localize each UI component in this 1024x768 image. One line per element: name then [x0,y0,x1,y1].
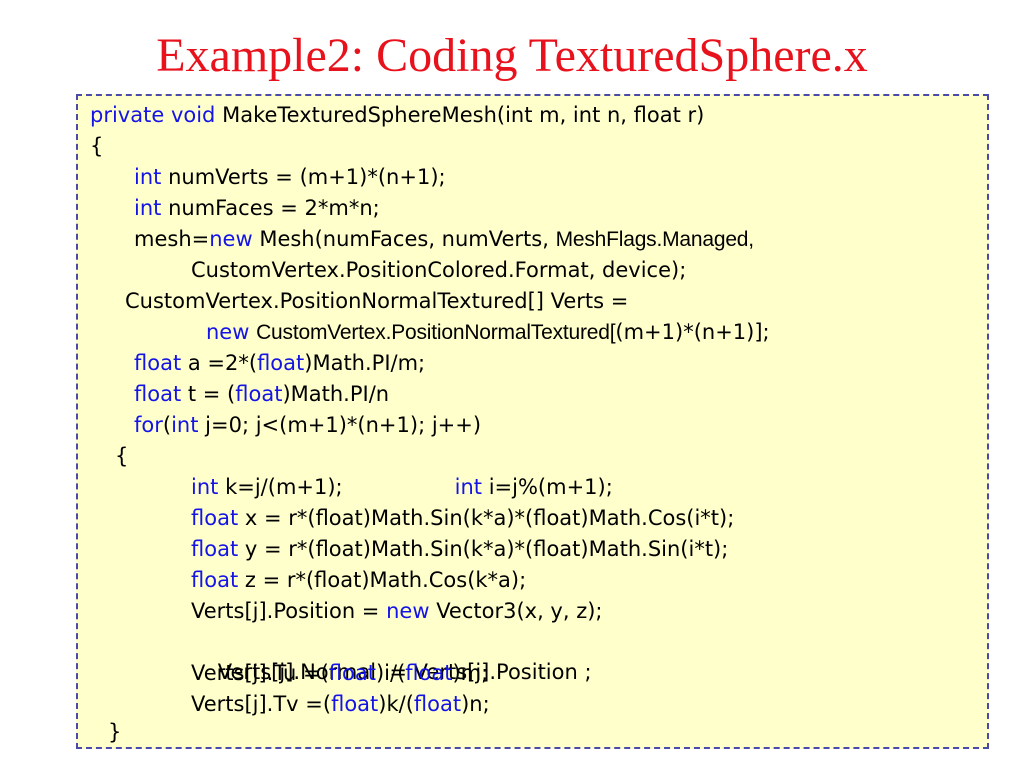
code-line-13: int k=j/(m+1);int i=j%(m+1); [191,472,613,502]
code-text: i=j%(m+1); [488,475,613,499]
code-block: private void MakeTexturedSphereMesh(int … [76,94,989,749]
code-text: z = r*(float)Math.Cos(k*a); [244,568,527,592]
keyword: new [209,227,253,251]
keyword: float [134,382,182,406]
keyword: float [191,537,239,561]
code-line-15: float y = r*(float)Math.Sin(k*a)*(float)… [191,534,728,564]
code-line-4: int numFaces = 2*m*n; [134,193,380,223]
keyword: float [328,661,376,685]
code-text: t = ( [187,382,236,406]
code-line-18: Verts[j].Normal = Verts[j].Position ; [191,627,592,684]
code-text: x = r*(float)Math.Sin(k*a)*(float)Math.C… [244,506,735,530]
keyword: float [257,351,305,375]
keyword: float [134,351,182,375]
code-text: CustomVertex.PositionNormalTextured[ [256,321,616,344]
code-text: )i/( [375,661,406,685]
code-line-1: private void MakeTexturedSphereMesh(int … [90,100,704,130]
code-text: mesh= [134,227,210,251]
keyword: int [171,413,199,437]
code-line-10: float t = (float)Math.PI/n [134,379,389,409]
code-text: )n; [461,692,490,716]
code-text: { [115,444,129,468]
code-text: MeshFlags.Managed, [555,228,755,251]
code-line-19: Verts[j].Tu =(float)i/(float)m; [191,658,488,688]
keyword: new [206,320,250,344]
code-text: )m; [452,661,489,685]
code-text: Verts[j].Position = [191,599,380,623]
code-text: )Math.PI/m; [304,351,426,375]
code-line-14: float x = r*(float)Math.Sin(k*a)*(float)… [191,503,734,533]
code-text: )k/( [378,692,414,716]
code-text: CustomVertex.PositionColored.Format, dev… [191,258,687,282]
code-text: Verts[j].Normal = Verts[j].Position ; [217,660,592,684]
code-line-20: Verts[j].Tv =(float)k/(float)n; [191,689,490,719]
code-line-21: } [108,717,121,747]
keyword: int [134,165,162,189]
code-line-7: CustomVertex.PositionNormalTextured[] Ve… [125,286,628,316]
code-line-8: new CustomVertex.PositionNormalTextured[… [206,317,770,347]
code-text: (m+1)*(n+1)]; [615,320,770,344]
keyword: int [191,475,219,499]
code-text: j=0; j<(m+1)*(n+1); j++) [205,413,482,437]
code-text: CustomVertex.PositionNormalTextured[] Ve… [125,289,629,313]
keyword: float [331,692,379,716]
code-text: ( [162,413,172,437]
keyword: new [386,599,430,623]
code-line-5: mesh=new Mesh(numFaces, numVerts, MeshFl… [134,224,754,254]
keyword: int [454,475,483,499]
code-line-2: { [90,131,103,161]
keyword: for [134,413,163,437]
code-line-3: int numVerts = (m+1)*(n+1); [134,162,446,192]
code-text: k=j/(m+1); [225,475,343,499]
keyword: float [405,661,453,685]
code-line-6: CustomVertex.PositionColored.Format, dev… [191,255,686,285]
keyword: float [235,382,283,406]
code-line-12: { [115,441,128,471]
code-line-17: Verts[j].Position = new Vector3(x, y, z)… [191,596,603,626]
code-text: Verts[j].Tu =( [191,661,329,685]
code-text: } [108,720,122,744]
code-text: )Math.PI/n [282,382,390,406]
code-line-9: float a =2*(float)Math.PI/m; [134,348,425,378]
code-text: { [90,134,104,158]
keyword: float [191,568,239,592]
code-text: numFaces = 2*m*n; [168,196,380,220]
code-text: a =2*( [187,351,258,375]
code-text: MakeTexturedSphereMesh(int m, int n, flo… [222,103,705,127]
code-text: Verts[j].Tv =( [191,692,332,716]
code-text: numVerts = (m+1)*(n+1); [168,165,446,189]
keyword: void [170,103,216,127]
code-text: y = r*(float)Math.Sin(k*a)*(float)Math.S… [244,537,729,561]
code-text: Vector3(x, y, z); [436,599,603,623]
keyword: private [90,103,165,127]
keyword: int [134,196,162,220]
code-text: Mesh(numFaces, numVerts, [259,227,549,251]
slide-title: Example2: Coding TexturedSphere.x [156,29,868,82]
keyword: float [413,692,462,716]
code-line-11: for(int j=0; j<(m+1)*(n+1); j++) [134,410,481,440]
code-line-16: float z = r*(float)Math.Cos(k*a); [191,565,526,595]
keyword: float [191,506,239,530]
